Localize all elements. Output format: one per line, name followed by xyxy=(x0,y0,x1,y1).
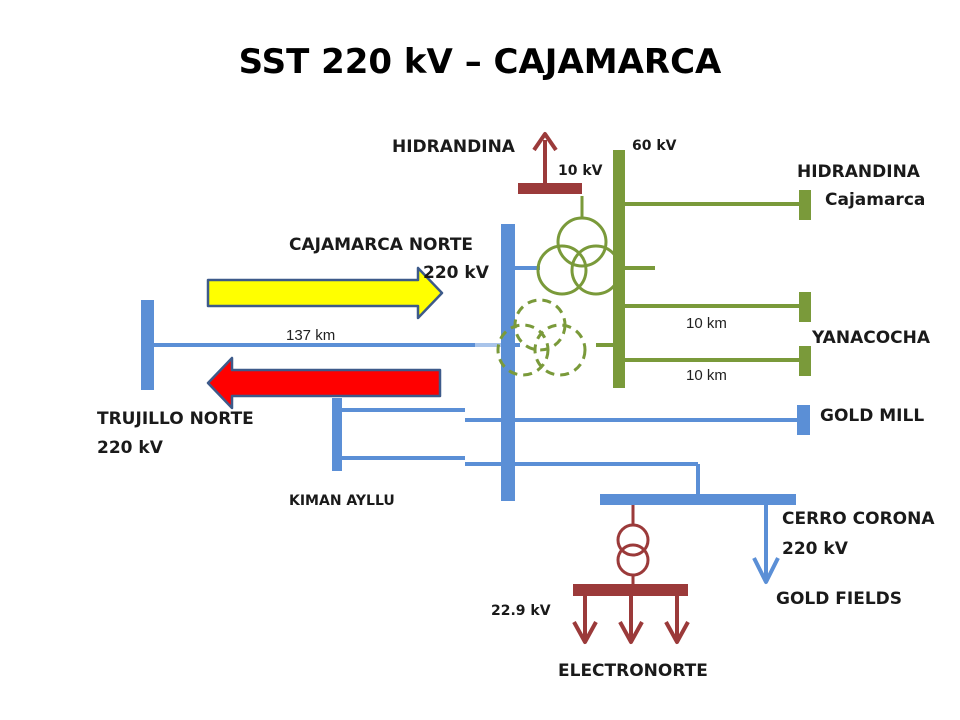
label-yanacocha: YANACOCHA xyxy=(811,328,931,348)
label-hidrandina-top: HIDRANDINA xyxy=(392,137,516,157)
transformer-symbol xyxy=(536,216,622,296)
bus-yanacocha-1 xyxy=(799,292,811,322)
bus-gold-mill xyxy=(797,405,810,435)
label-10kv: 10 kV xyxy=(558,163,603,179)
bus-cajamarca-norte-220 xyxy=(501,224,515,501)
bus-22-9kv xyxy=(573,584,688,596)
label-60kv: 60 kV xyxy=(632,138,677,154)
label-cajamarca-norte-kv: 220 kV xyxy=(423,263,490,283)
label-137km: 137 km xyxy=(286,327,335,344)
label-10km-a: 10 km xyxy=(686,315,727,332)
page-title: SST 220 kV – CAJAMARCA xyxy=(239,42,722,82)
label-trujillo-norte: TRUJILLO NORTE xyxy=(97,409,254,429)
transformer-symbol-future xyxy=(496,298,587,377)
load-arrow-icon xyxy=(532,132,558,152)
label-electronorte: ELECTRONORTE xyxy=(558,661,708,681)
bus-trujillo-norte xyxy=(141,300,154,390)
label-22-9kv: 22.9 kV xyxy=(491,603,551,619)
feeders-electronorte xyxy=(572,596,690,644)
label-cajamarca: Cajamarca xyxy=(825,190,925,210)
power-flow-arrow-import xyxy=(206,266,444,320)
label-gold-fields: GOLD FIELDS xyxy=(776,589,902,609)
bus-hidrandina-cajamarca xyxy=(799,190,811,220)
label-cerro-corona-kv: 220 kV xyxy=(782,539,849,559)
load-arrow-icon xyxy=(752,557,780,584)
label-kiman-ayllu: KIMAN AYLLU xyxy=(289,493,395,509)
label-10km-b: 10 km xyxy=(686,367,727,384)
label-trujillo-kv: 220 kV xyxy=(97,438,164,458)
bus-yanacocha-2 xyxy=(799,346,811,376)
label-cerro-corona: CERRO CORONA xyxy=(782,509,935,529)
label-gold-mill: GOLD MILL xyxy=(820,406,924,426)
power-flow-arrow-export xyxy=(206,356,442,410)
bus-cerro-corona-220 xyxy=(600,494,796,505)
bus-10kv xyxy=(518,183,582,194)
label-hidrandina-right: HIDRANDINA xyxy=(797,162,921,182)
transformer-symbol xyxy=(616,523,650,577)
bus-kiman-ayllu xyxy=(332,398,342,471)
label-cajamarca-norte: CAJAMARCA NORTE xyxy=(289,235,473,255)
